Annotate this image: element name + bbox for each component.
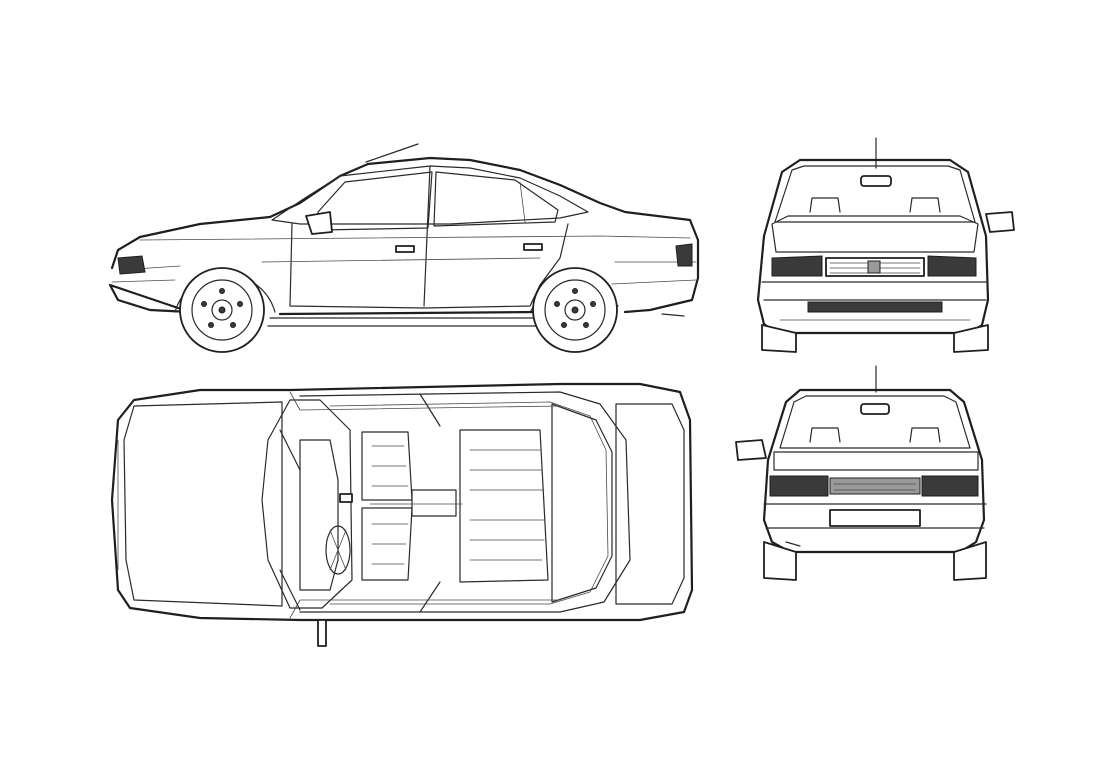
side-mirror <box>305 211 333 235</box>
top-door-line-upper <box>289 391 561 411</box>
side-body-outline <box>108 156 700 316</box>
top-dashboard <box>299 439 339 591</box>
rear-exhaust <box>785 541 801 547</box>
front-rearview-mirror <box>860 175 892 187</box>
rear-tyre-left <box>763 541 797 581</box>
front-headlight-left <box>771 255 823 277</box>
top-front-seat-right-stitch <box>371 523 409 565</box>
top-front-seat-left-stitch <box>371 445 409 487</box>
rear-body-outline <box>762 388 986 554</box>
rear-center-panel <box>829 477 921 495</box>
rear-rearview-mirror <box>860 403 890 415</box>
side-rear-window <box>433 171 559 227</box>
top-front-seat-right <box>361 507 413 581</box>
front-headlight-right <box>927 255 977 277</box>
top-mirror-left <box>317 619 327 647</box>
top-door-line-lower <box>289 599 561 619</box>
rear-center-panel-slats <box>833 483 917 491</box>
front-headrest-right <box>909 197 941 213</box>
front-tyre-left <box>761 324 797 353</box>
side-rear-door-handle <box>523 243 543 251</box>
front-headrest-left <box>809 197 841 213</box>
top-wiper-left <box>279 429 301 471</box>
top-b-pillar-upper <box>419 393 441 427</box>
side-lower-crease <box>111 279 697 285</box>
top-roof-frame <box>299 391 631 613</box>
top-steering-spokes <box>329 529 347 571</box>
side-front-door-handle <box>395 245 415 253</box>
rear-trunk-lid <box>773 451 979 471</box>
top-gear-lever <box>339 493 353 503</box>
rear-tyre-right <box>953 541 987 581</box>
front-view <box>756 137 1015 353</box>
side-rear-wheel <box>532 267 618 353</box>
rear-bumper <box>763 503 987 529</box>
front-body-outline <box>756 158 990 335</box>
side-sill <box>267 317 546 327</box>
side-belt-line <box>139 235 691 241</box>
top-body-outline <box>110 382 694 622</box>
side-front-window <box>317 171 433 231</box>
top-trunk <box>615 403 685 605</box>
top-centre-console <box>411 489 457 517</box>
rear-taillight-left <box>769 475 829 497</box>
rear-side-mirror <box>735 439 767 461</box>
side-body-crease <box>119 257 697 271</box>
front-side-mirror <box>985 211 1015 233</box>
top-rear-window <box>551 403 613 603</box>
front-bumper <box>761 281 989 301</box>
side-front-door-cut <box>289 223 425 309</box>
top-wiper-right <box>279 569 301 611</box>
rear-view <box>735 365 987 581</box>
top-steering-wheel <box>325 525 351 575</box>
side-view <box>108 143 700 353</box>
side-antenna <box>365 143 419 163</box>
side-taillight <box>675 243 693 267</box>
top-rear-seat <box>459 429 549 583</box>
side-window-frame <box>271 165 589 225</box>
rear-taillight-right <box>921 475 979 497</box>
side-front-wheel <box>179 267 265 353</box>
rear-headrest-left <box>809 427 841 443</box>
front-air-intake <box>807 301 943 313</box>
front-windshield <box>774 165 976 223</box>
side-headlight <box>117 255 146 275</box>
top-view <box>110 382 694 647</box>
rear-license-plate <box>829 509 921 527</box>
front-hood-line <box>771 215 979 253</box>
side-c-pillar-line <box>519 181 526 223</box>
rear-headrest-right <box>909 427 941 443</box>
rear-window <box>779 395 971 449</box>
front-tyre-right <box>953 324 989 353</box>
side-rear-door-cut <box>423 223 569 309</box>
side-exhaust <box>661 313 685 317</box>
side-b-pillar <box>423 165 431 307</box>
top-b-pillar-lower <box>419 581 441 613</box>
top-roof-inner <box>329 401 609 605</box>
top-rear-seat-stitch <box>469 449 545 561</box>
front-badge <box>867 260 881 274</box>
top-hood <box>123 401 283 607</box>
top-windshield <box>261 399 353 609</box>
